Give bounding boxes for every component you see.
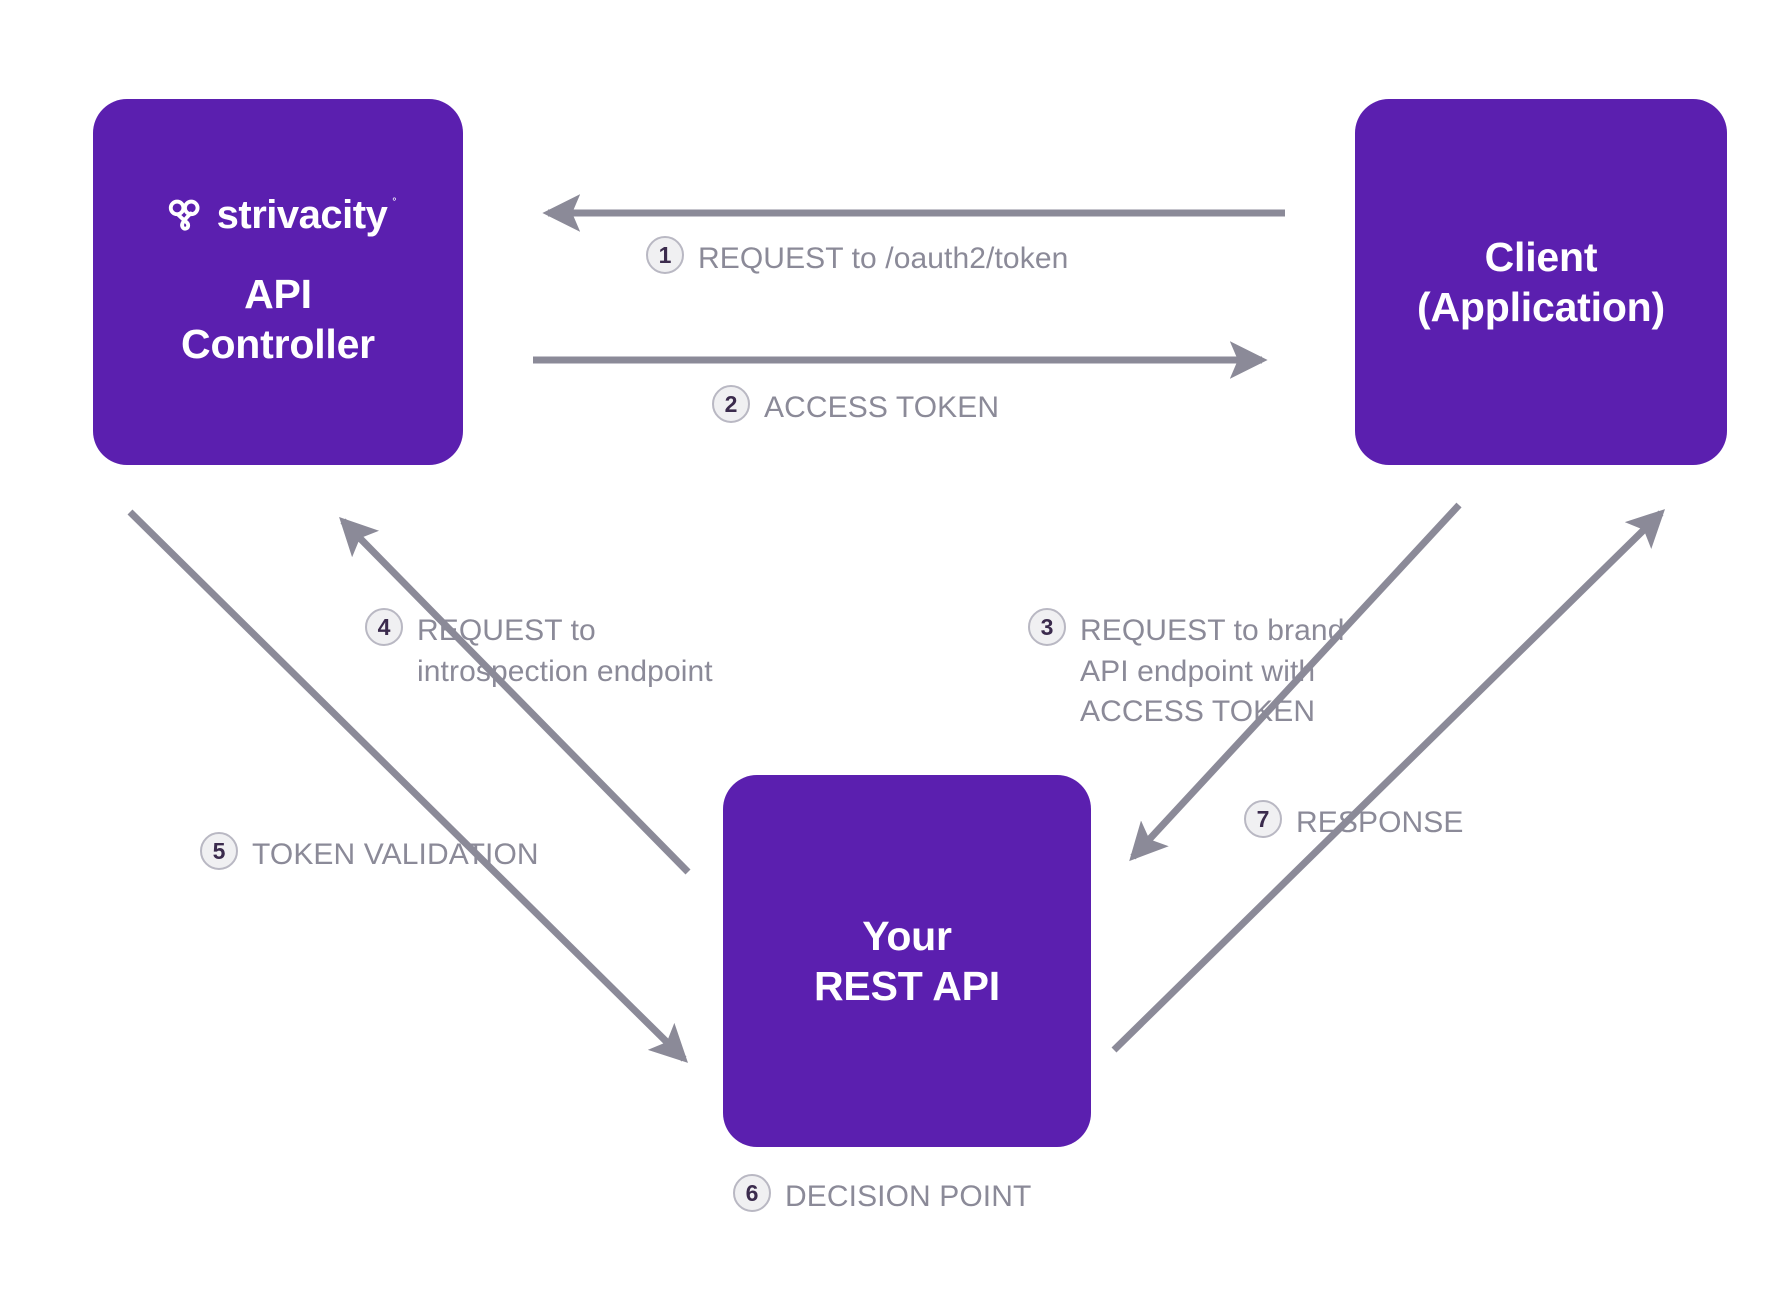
step-number-6: 6 xyxy=(733,1174,771,1212)
step-number-5: 5 xyxy=(200,832,238,870)
node-client-application[interactable]: Client (Application) xyxy=(1355,99,1727,465)
step-label-2: 2 ACCESS TOKEN xyxy=(712,385,999,429)
step-label-7: 7 RESPONSE xyxy=(1244,800,1464,844)
step-text-3: REQUEST to brand API endpoint with ACCES… xyxy=(1080,614,1345,728)
arrow-step-5 xyxy=(127,509,688,1063)
step-number-4: 4 xyxy=(365,608,403,646)
strivacity-clover-logo-icon xyxy=(168,199,200,231)
step-label-1: 1 REQUEST to /oauth2/token xyxy=(646,236,1068,280)
arrow-step-7 xyxy=(1111,509,1665,1053)
strivacity-logo: strivacity˚ xyxy=(165,192,397,237)
step-text-4: REQUEST to introspection endpoint xyxy=(417,614,713,688)
step-number-3: 3 xyxy=(1028,608,1066,646)
node-client-title: Client (Application) xyxy=(1417,233,1665,330)
step-text-5: TOKEN VALIDATION xyxy=(252,838,539,871)
step-text-6: DECISION POINT xyxy=(785,1180,1032,1213)
step-text-2: ACCESS TOKEN xyxy=(764,391,1000,424)
step-label-5: 5 TOKEN VALIDATION xyxy=(200,832,539,876)
step-number-7: 7 xyxy=(1244,800,1282,838)
step-text-7: RESPONSE xyxy=(1296,806,1464,839)
arrow-step-4 xyxy=(339,517,691,875)
step-label-3: 3 REQUEST to brand API endpoint with ACC… xyxy=(1028,608,1345,733)
node-rest-api-title: Your REST API xyxy=(814,912,1000,1009)
step-number-2: 2 xyxy=(712,385,750,423)
strivacity-wordmark-text: strivacity xyxy=(216,192,388,237)
node-your-rest-api[interactable]: Your REST API xyxy=(723,775,1091,1147)
step-number-1: 1 xyxy=(646,236,684,274)
strivacity-wordmark: strivacity˚ xyxy=(216,192,397,237)
step-text-1: REQUEST to /oauth2/token xyxy=(698,242,1069,275)
node-api-controller[interactable]: strivacity˚ API Controller xyxy=(93,99,463,465)
step-label-6: 6 DECISION POINT xyxy=(733,1174,1031,1218)
trademark-mark: ˚ xyxy=(392,195,397,211)
step-label-4: 4 REQUEST to introspection endpoint xyxy=(365,608,713,692)
arrow-step-3 xyxy=(1129,502,1462,862)
node-api-controller-title: API Controller xyxy=(181,270,375,367)
